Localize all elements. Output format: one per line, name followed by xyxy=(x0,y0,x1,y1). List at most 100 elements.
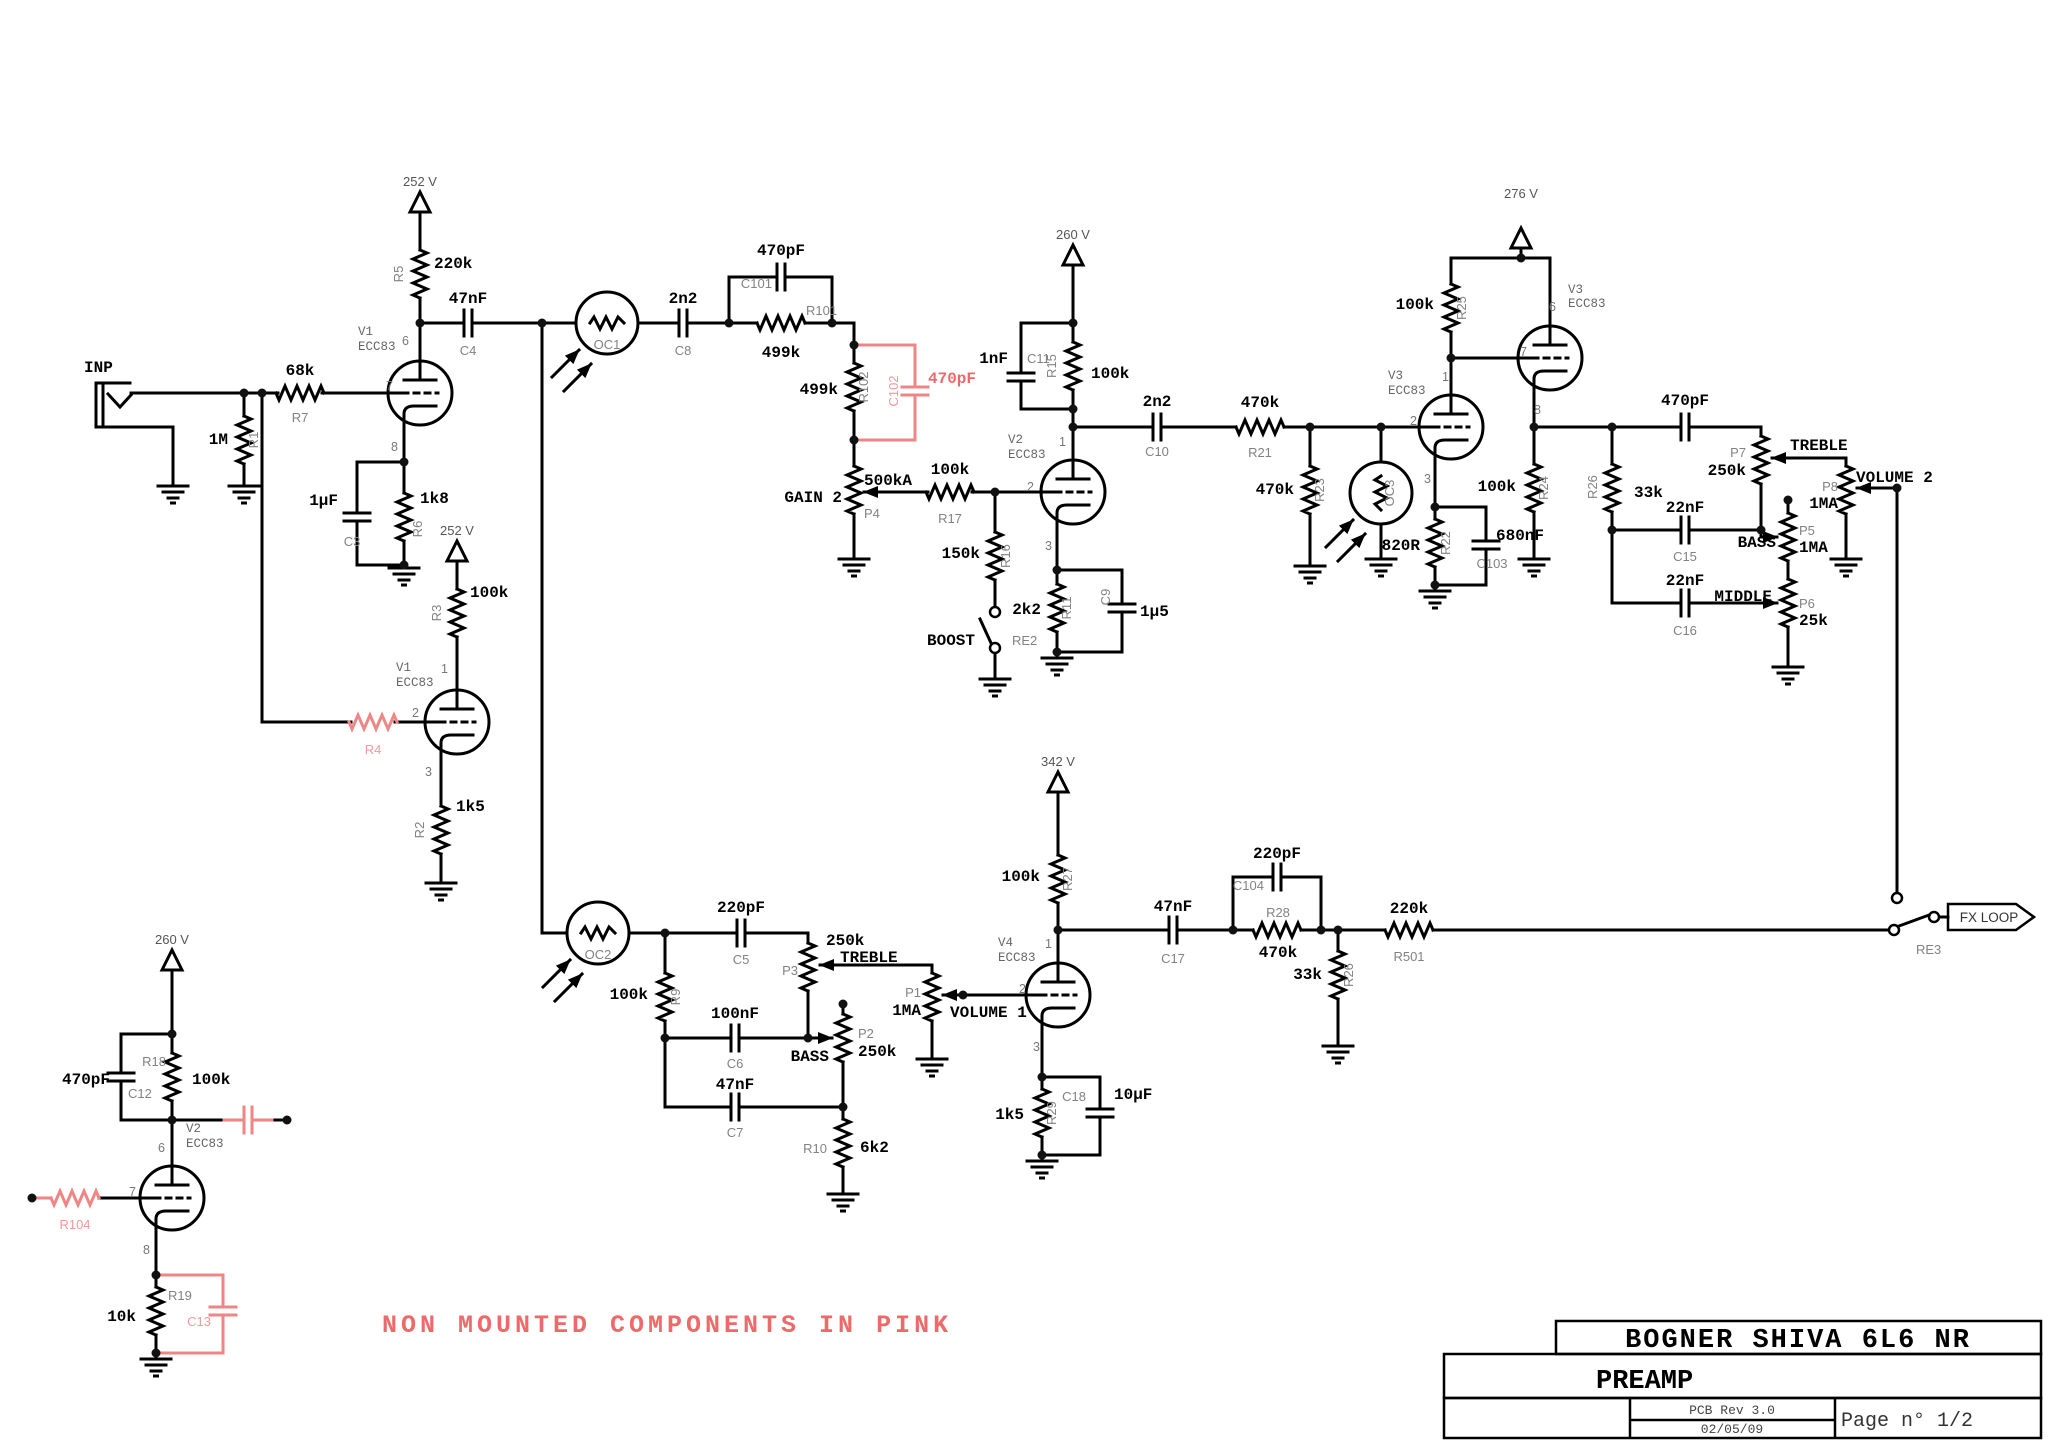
junction-dot xyxy=(1316,925,1326,935)
label-v3b-type: ECC83 xyxy=(1568,297,1606,311)
junction-dot xyxy=(537,318,547,328)
label-titleblock-rev: PCB Rev 3.0 xyxy=(1689,1403,1775,1418)
label-c102-des: C102 xyxy=(886,375,901,406)
label-c7-des: C7 xyxy=(727,1125,744,1140)
label-c101-des: C101 xyxy=(741,276,772,291)
label-p3-des: P3 xyxy=(782,963,798,978)
label-r28-des: R28 xyxy=(1266,905,1290,920)
label-c16-des: C16 xyxy=(1673,623,1697,638)
label-v1a-pin7: 7 xyxy=(386,379,393,393)
label-r15-des: R15 xyxy=(1044,354,1059,378)
label-titleblock-title: BOGNER SHIVA 6L6 NR xyxy=(1625,1326,1971,1356)
label-v4-name: V4 xyxy=(998,936,1013,950)
label-r19-des: R19 xyxy=(168,1288,192,1303)
junction-dot xyxy=(990,487,1000,497)
junction-dot xyxy=(1228,925,1238,935)
label-v3b-pin7: 7 xyxy=(1520,345,1527,359)
label-re3-des: RE3 xyxy=(1916,942,1941,957)
label-r26b-value: 33k xyxy=(1293,966,1322,984)
junction-dot xyxy=(827,318,837,328)
label-r1-value: 1M xyxy=(209,431,228,449)
label-c8-value: 2n2 xyxy=(669,290,698,308)
label-v3a-pin1: 1 xyxy=(1442,370,1449,384)
oc3-light-arrow-2 xyxy=(1335,531,1368,564)
label-v2b-type: ECC83 xyxy=(186,1137,224,1151)
re3-blade xyxy=(1897,913,1931,928)
oc1-light-arrow-2 xyxy=(561,361,594,394)
label-c18-value: 10µF xyxy=(1114,1086,1152,1104)
label-r2-value: 1k5 xyxy=(456,798,485,816)
label-c18-des: C18 xyxy=(1062,1089,1086,1104)
junction-dot xyxy=(849,435,859,445)
label-v2b-pin6: 6 xyxy=(158,1141,165,1155)
label-v1b-pin3: 3 xyxy=(425,765,432,779)
label-oc1-des: OC1 xyxy=(594,337,621,352)
junction-dot xyxy=(660,1033,670,1043)
label-r15-value: 100k xyxy=(1091,365,1130,383)
label-v3b-pin6: 6 xyxy=(1549,300,1556,314)
label-p1-value: 1MA xyxy=(892,1002,921,1020)
junction-dot xyxy=(803,1033,813,1043)
label-v4-pin3: 3 xyxy=(1033,1040,1040,1054)
junction-dot xyxy=(151,1270,161,1280)
junction-dot xyxy=(27,1193,37,1203)
label-v1b-pin2: 2 xyxy=(412,706,419,720)
junction-dot xyxy=(1333,925,1343,935)
label-middle-label: MIDDLE xyxy=(1714,588,1772,606)
label-r17-value: 100k xyxy=(931,461,970,479)
label-c103-des: C103 xyxy=(1476,556,1507,571)
label-p5-des: P5 xyxy=(1799,523,1815,538)
junction-dot xyxy=(1376,422,1386,432)
label-r18-value: 100k xyxy=(192,1071,231,1089)
label-c104-des: C104 xyxy=(1233,878,1264,893)
label-r24-des: R24 xyxy=(1536,476,1551,500)
label-c8-des: C8 xyxy=(675,343,692,358)
label-c6-des: C6 xyxy=(727,1056,744,1071)
junction-dot xyxy=(239,388,249,398)
label-p2-des: P2 xyxy=(858,1026,874,1041)
re2-contact-top xyxy=(988,605,1002,619)
label-p6-des: P6 xyxy=(1799,596,1815,611)
junction-dot xyxy=(167,1115,177,1125)
label-oc3-des: OC3 xyxy=(1382,480,1397,507)
label-v3a-type: ECC83 xyxy=(1388,384,1426,398)
label-r26b-des: R26 xyxy=(1341,963,1356,987)
label-p5-value: 1MA xyxy=(1799,539,1828,557)
label-v3b-name: V3 xyxy=(1568,283,1583,297)
oc1-light-arrow-1 xyxy=(549,347,582,380)
label-r29-value: 1k5 xyxy=(995,1106,1024,1124)
label-v3b-pin8: 8 xyxy=(1534,403,1541,417)
label-r26t-value: 33k xyxy=(1634,484,1663,502)
label-supply-276v: 276 V xyxy=(1504,186,1538,201)
label-v2-pin3: 3 xyxy=(1045,539,1052,553)
label-p2-value: 250k xyxy=(858,1043,897,1061)
label-c104-value: 220pF xyxy=(1253,845,1301,863)
junction-dot xyxy=(1892,483,1902,493)
label-v1b-name: V1 xyxy=(396,661,411,675)
label-c5-des: C5 xyxy=(733,952,750,967)
junction-dot xyxy=(1756,525,1766,535)
re3-contact-top xyxy=(1890,891,1904,905)
junction-dot xyxy=(399,457,409,467)
label-gain2-label: GAIN 2 xyxy=(784,489,842,507)
junction-dot xyxy=(1052,565,1062,575)
label-r501-value: 220k xyxy=(1390,900,1429,918)
label-treble2-label: TREBLE xyxy=(1790,437,1848,455)
label-v2-type: ECC83 xyxy=(1008,448,1046,462)
label-volume1-label: VOLUME 1 xyxy=(950,1004,1027,1022)
junction-dots xyxy=(27,253,1902,1358)
label-r25-value: 100k xyxy=(1396,296,1435,314)
junction-dot xyxy=(1607,525,1617,535)
label-v2b-name: V2 xyxy=(186,1122,201,1136)
label-r501-des: R501 xyxy=(1393,949,1424,964)
junction-dot xyxy=(1068,318,1078,328)
label-note-text: NON MOUNTED COMPONENTS IN PINK xyxy=(382,1311,952,1340)
label-v2-pin2: 2 xyxy=(1027,480,1034,494)
label-r18-des: R18 xyxy=(142,1054,166,1069)
label-r2-des: R2 xyxy=(412,822,427,839)
label-c3-des: C3 xyxy=(344,534,361,549)
label-v1b-type: ECC83 xyxy=(396,676,434,690)
label-r22-des: R22 xyxy=(1438,531,1453,555)
label-r6-des: R6 xyxy=(410,521,425,538)
